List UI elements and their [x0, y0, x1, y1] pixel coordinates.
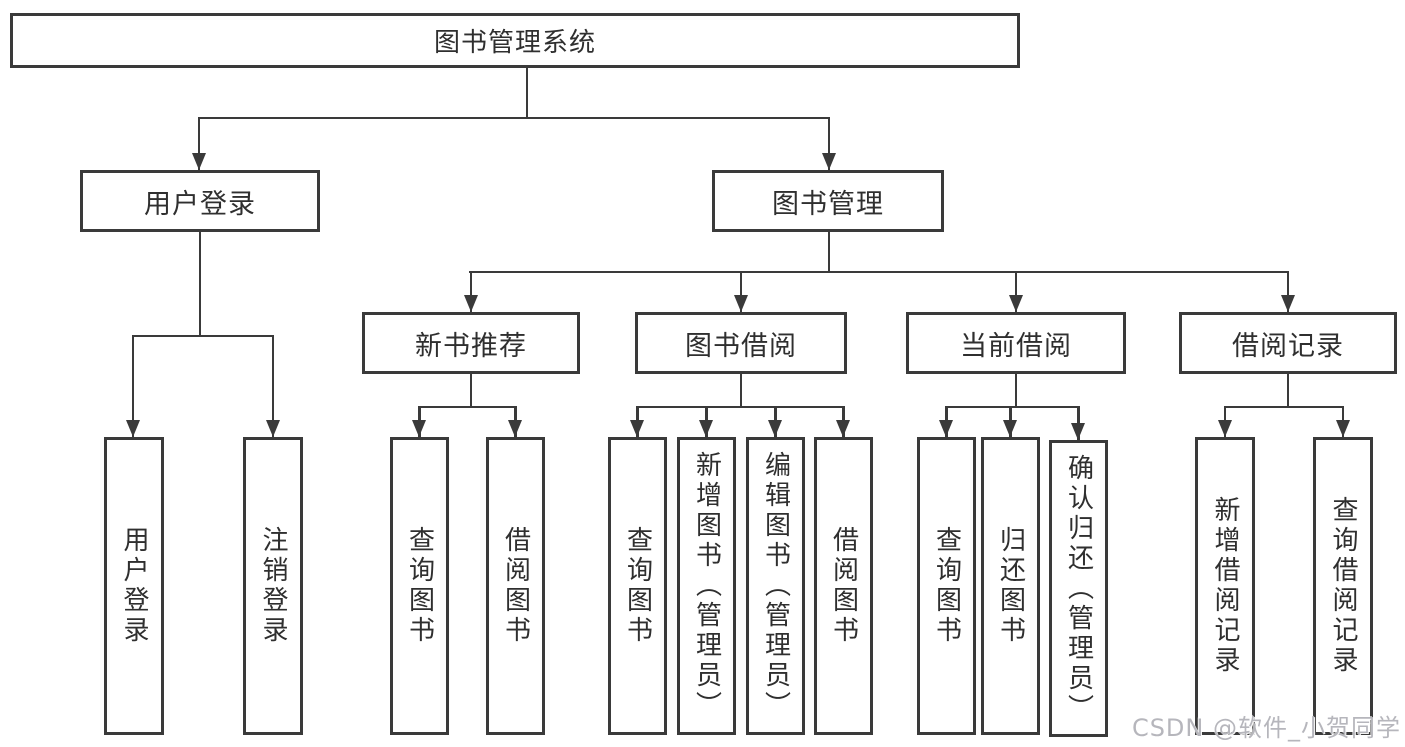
- arrow-down-icon: [508, 420, 522, 437]
- leaf-borrow-books-1: 借阅图书: [486, 437, 545, 735]
- connector-line: [198, 232, 202, 337]
- leaf-borrow-books-2: 借阅图书: [814, 437, 873, 735]
- arrow-down-icon: [630, 420, 644, 437]
- leaf-logout: 注销登录: [243, 437, 303, 735]
- connector-line: [133, 334, 274, 338]
- connector-line: [1014, 374, 1018, 407]
- leaf-label: 借阅图书: [828, 526, 859, 646]
- connector-line: [131, 335, 135, 437]
- leaf-label: 注销登录: [258, 526, 288, 646]
- leaf-label: 确认归还（管理员）: [1063, 453, 1094, 724]
- connector-line: [469, 374, 473, 407]
- node-user-login: 用户登录: [80, 170, 320, 232]
- arrow-down-icon: [733, 295, 748, 312]
- connector-line: [1286, 374, 1290, 407]
- leaf-label: 借阅图书: [500, 526, 531, 646]
- leaf-return-book: 归还图书: [981, 437, 1040, 735]
- leaf-add-borrow-record: 新增借阅记录: [1195, 437, 1255, 735]
- leaf-label: 查询图书: [622, 526, 653, 646]
- node-book-management: 图书管理: [712, 170, 944, 232]
- leaf-label: 查询借阅记录: [1328, 496, 1358, 676]
- arrow-down-icon: [265, 420, 280, 437]
- node-current-borrow: 当前借阅: [906, 312, 1126, 374]
- leaf-label: 新增借阅记录: [1210, 496, 1240, 676]
- arrow-down-icon: [821, 153, 836, 170]
- arrow-down-icon: [191, 153, 206, 170]
- leaf-label: 归还图书: [995, 526, 1026, 646]
- arrow-down-icon: [1003, 420, 1017, 437]
- leaf-query-borrow-record: 查询借阅记录: [1313, 437, 1373, 735]
- arrow-down-icon: [463, 295, 478, 312]
- connector-line: [199, 116, 830, 120]
- arrow-down-icon: [1335, 420, 1350, 437]
- arrow-down-icon: [836, 420, 850, 437]
- leaf-label: 编辑图书（管理员）: [760, 451, 791, 721]
- node-borrow-records: 借阅记录: [1179, 312, 1397, 374]
- connector-line: [469, 270, 1289, 274]
- leaf-edit-book-admin: 编辑图书（管理员）: [746, 437, 805, 735]
- leaf-query-books-2: 查询图书: [608, 437, 667, 735]
- node-new-book-recommend: 新书推荐: [362, 312, 580, 374]
- arrow-down-icon: [1217, 420, 1232, 437]
- node-book-borrow: 图书借阅: [635, 312, 847, 374]
- connector-line: [827, 232, 831, 273]
- connector-line: [469, 271, 473, 312]
- arrow-down-icon: [939, 420, 953, 437]
- arrow-down-icon: [125, 420, 140, 437]
- leaf-confirm-return-admin: 确认归还（管理员）: [1049, 440, 1108, 737]
- arrow-down-icon: [1071, 423, 1085, 440]
- connector-line: [1286, 271, 1290, 312]
- node-library-system: 图书管理系统: [10, 13, 1020, 68]
- csdn-watermark: CSDN @软件_小贺同学: [1131, 714, 1401, 742]
- arrow-down-icon: [412, 420, 426, 437]
- leaf-add-book-admin: 新增图书（管理员）: [677, 437, 736, 735]
- leaf-label: 用户登录: [119, 526, 149, 646]
- arrow-down-icon: [699, 420, 713, 437]
- connector-line: [946, 405, 1079, 409]
- arrow-down-icon: [1008, 295, 1023, 312]
- leaf-label: 查询图书: [404, 526, 435, 646]
- connector-line: [827, 117, 831, 170]
- arrow-down-icon: [1280, 295, 1295, 312]
- connector-line: [739, 374, 743, 407]
- leaf-label: 新增图书（管理员）: [691, 451, 722, 721]
- connector-line: [739, 271, 743, 312]
- leaf-query-books-3: 查询图书: [917, 437, 976, 735]
- leaf-query-books-1: 查询图书: [390, 437, 449, 735]
- connector-line: [1014, 271, 1018, 312]
- arrow-down-icon: [768, 420, 782, 437]
- connector-line: [419, 405, 517, 409]
- connector-line: [1225, 405, 1343, 409]
- connector-line: [271, 335, 275, 437]
- connector-line: [525, 68, 529, 119]
- leaf-user-login: 用户登录: [104, 437, 164, 735]
- connector-line: [197, 117, 201, 170]
- connector-line: [637, 405, 844, 409]
- leaf-label: 查询图书: [931, 526, 962, 646]
